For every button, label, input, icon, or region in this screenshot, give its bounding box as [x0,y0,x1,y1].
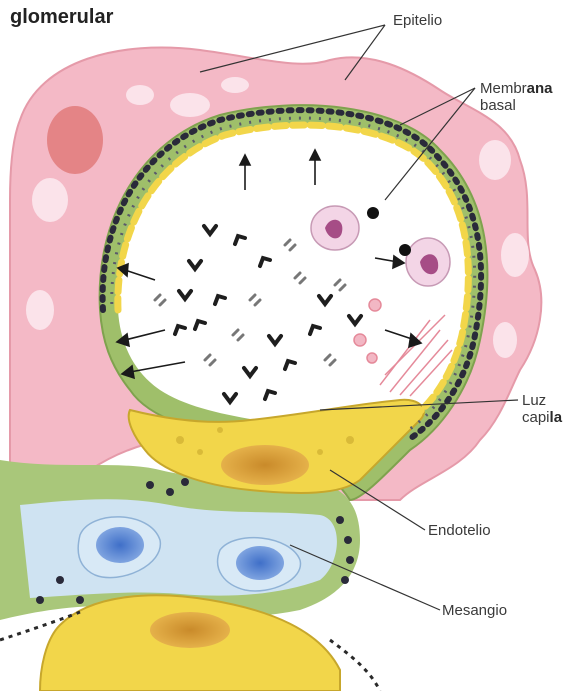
endothelial-nucleus [221,445,309,485]
label-mesangio: Mesangio [442,602,507,619]
label-luz: Luz [522,392,546,409]
mesangial-nucleus [96,527,144,563]
label-capilar-part: capi [522,409,550,426]
label-membrana-bold: ana [527,80,553,97]
label-membrana-basal: Membrana basal [480,80,553,114]
podocyte-nucleus [47,106,103,174]
label-membrana-part: Membr [480,80,527,97]
bottom-endothelial-cell [0,595,380,691]
mesangial-nucleus [236,546,284,580]
label-capilar-bold: la [550,409,563,426]
label-luz-capilar: Luz capila [522,392,562,426]
label-basal: basal [480,97,516,114]
label-endotelio: Endotelio [428,522,491,539]
label-epitelio: Epitelio [393,12,442,29]
